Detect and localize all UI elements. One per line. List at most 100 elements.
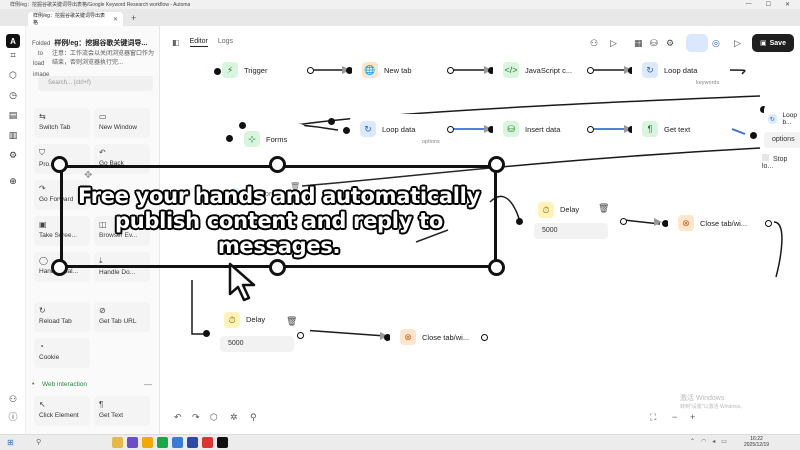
play-icon[interactable]: ▷ (610, 38, 617, 48)
automa-logo[interactable]: A (6, 34, 20, 48)
save-button[interactable]: ▣Save (752, 34, 794, 52)
input-handle[interactable] (343, 127, 350, 134)
block-new-window[interactable]: ▭New Window (94, 108, 150, 138)
node-close-tab-2[interactable]: ⊗Close tab/wi... (390, 322, 490, 352)
input-handle[interactable] (384, 334, 391, 341)
node-close-tab-1[interactable]: ⊗Close tab/wi... (668, 208, 774, 238)
delay-2-input[interactable]: 5000 (220, 336, 294, 352)
input-handle[interactable] (628, 126, 635, 133)
stats-icon[interactable]: ◎ (712, 38, 720, 48)
logs-icon[interactable]: ▥ (8, 130, 18, 140)
resize-handle[interactable] (488, 156, 505, 173)
input-handle[interactable] (628, 67, 635, 74)
output-handle[interactable] (620, 218, 627, 225)
battery-icon[interactable]: ▭ (721, 439, 727, 445)
section-web-interaction[interactable]: Web interaction (42, 381, 88, 388)
node-loop-data-1[interactable]: ↻Loop data (632, 55, 728, 85)
chrome-icon[interactable] (142, 437, 153, 448)
output-handle[interactable] (587, 67, 594, 74)
output-handle[interactable] (307, 67, 314, 74)
move-icon[interactable]: ✥ (84, 170, 93, 181)
output-handle[interactable] (447, 67, 454, 74)
node-loop-breakpoint[interactable]: ▢Loop brea... (220, 178, 294, 208)
node-loop-breakpoint-partial[interactable]: ↻Loop b... (764, 104, 800, 134)
maximize-button[interactable]: ☐ (765, 2, 771, 8)
input-handle[interactable] (328, 118, 335, 125)
minimize-button[interactable]: — (745, 1, 752, 7)
app-icon[interactable] (172, 437, 183, 448)
taskbar-clock[interactable]: 16:22 2025/12/19 (744, 436, 769, 448)
block-get-text[interactable]: ¶Get Text (94, 396, 150, 426)
automa-taskbar-icon[interactable] (217, 437, 228, 448)
block-search-input[interactable]: Search... (ctrl+f) (38, 76, 153, 91)
stop-loop-checkbox[interactable]: Stop lo... (762, 154, 800, 170)
volume-icon[interactable]: ◂ (712, 439, 716, 445)
tab-logs[interactable]: Logs (217, 38, 234, 45)
input-handle[interactable] (214, 68, 221, 75)
output-handle[interactable] (481, 334, 488, 341)
block-switch-tab[interactable]: ⇆Switch Tab (34, 108, 90, 138)
node-javascript[interactable]: </>JavaScript c... (493, 55, 589, 85)
app-icon[interactable] (187, 437, 198, 448)
tab-close-icon[interactable]: ✕ (112, 16, 118, 23)
auto-arrange-icon[interactable]: ✲ (230, 412, 238, 422)
input-handle[interactable] (488, 126, 495, 133)
node-new-tab[interactable]: 🌐New tab (352, 55, 450, 85)
resize-handle[interactable] (488, 259, 505, 276)
input-handle[interactable] (226, 135, 233, 142)
output-handle[interactable] (750, 132, 757, 139)
resize-handle[interactable] (51, 156, 68, 173)
node-insert-data[interactable]: ⛁Insert data (493, 114, 589, 144)
block-go-back[interactable]: ↶Go Back (94, 144, 150, 174)
browser-tab[interactable]: 样例/eg：挖掘谷歌关键词导出表格 ✕ (28, 12, 123, 26)
block-cookie[interactable]: ◔Cookie (34, 338, 90, 368)
new-tab-button[interactable]: + (131, 13, 137, 23)
loop-id-field[interactable]: options (764, 132, 800, 148)
input-handle[interactable] (760, 106, 767, 113)
input-handle[interactable] (516, 218, 523, 225)
undo-icon[interactable]: ↶ (174, 412, 182, 422)
node-forms[interactable]: ⊹Forms (234, 124, 306, 154)
zoom-out-icon[interactable]: − (672, 412, 678, 422)
app-icon[interactable] (202, 437, 213, 448)
output-handle[interactable] (587, 126, 594, 133)
node-trigger[interactable]: ⚡Trigger (212, 55, 308, 85)
zoom-in-icon[interactable]: + (690, 412, 696, 422)
output-handle[interactable] (297, 332, 304, 339)
resize-handle[interactable] (269, 259, 286, 276)
block-get-tab-url[interactable]: ⊘Get Tab URL (94, 302, 150, 332)
settings-gear-icon[interactable]: ⚙ (666, 38, 675, 48)
input-handle[interactable] (346, 67, 353, 74)
history-icon[interactable]: ◷ (9, 90, 17, 100)
block-reload-tab[interactable]: ↻Reload Tab (34, 302, 90, 332)
app-icon[interactable] (127, 437, 138, 448)
chevron-up-icon[interactable]: ⌃ (690, 439, 696, 445)
hierarchy-icon[interactable]: ⚇ (590, 38, 599, 48)
input-handle[interactable] (488, 67, 495, 74)
run-icon[interactable]: ▷ (734, 38, 741, 48)
fullscreen-icon[interactable]: ⛶ (650, 412, 657, 422)
workflow-icon[interactable]: ⌗ (10, 50, 16, 60)
input-handle[interactable] (203, 330, 210, 337)
input-handle[interactable] (662, 220, 669, 227)
output-handle[interactable] (765, 220, 772, 227)
table-icon[interactable]: ▦ (634, 38, 643, 48)
resize-handle[interactable] (269, 156, 286, 173)
database-icon[interactable]: ⛁ (650, 38, 658, 48)
delete-icon[interactable]: 🗑 (286, 316, 298, 326)
close-window-button[interactable]: ✕ (784, 2, 790, 8)
resize-handle[interactable] (51, 259, 68, 276)
block-click-element[interactable]: ↖Click Element (34, 396, 90, 426)
delete-icon[interactable]: 🗑 (598, 203, 610, 213)
settings-icon[interactable]: ⚙ (8, 150, 18, 160)
package-icon[interactable]: ⬡ (9, 70, 17, 80)
package-icon[interactable]: ⬡ (210, 412, 218, 422)
network-icon[interactable]: ◠ (701, 439, 707, 445)
search-icon[interactable]: ⚲ (250, 412, 257, 422)
redo-icon[interactable]: ↷ (192, 412, 200, 422)
output-handle[interactable] (447, 126, 454, 133)
windows-icon[interactable]: ⊞ (7, 438, 14, 447)
output-handle[interactable] (239, 122, 246, 129)
workflow-canvas[interactable]: ⚡Trigger 🌐New tab </>JavaScript c... ↻Lo… (160, 55, 800, 434)
node-get-text[interactable]: ¶Get text (632, 114, 730, 144)
